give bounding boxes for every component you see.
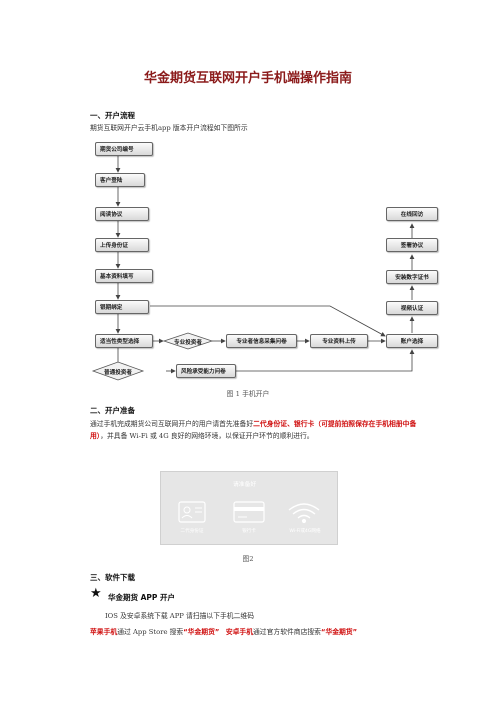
flow-box-install-cert: 安装数字证书 xyxy=(386,270,438,284)
flow-box-company-code: 期货公司编号 xyxy=(95,142,153,156)
section3-heading: 三、软件下载 xyxy=(90,573,135,582)
flow-box-account-select: 账户选择 xyxy=(386,334,438,348)
iphone-label: 苹果手机 xyxy=(90,628,118,636)
section1-heading: 一、开户流程 xyxy=(90,111,135,120)
search-term-android: “华金期货” xyxy=(320,628,358,636)
id-card-icon xyxy=(178,501,206,523)
android-store-text: 通过官方软件商店搜索 xyxy=(253,628,321,636)
flow-box-basic-info: 基本资料填写 xyxy=(95,269,153,283)
flow-diamond-pro-investor: 专业投资者 xyxy=(174,340,202,346)
flow-box-bind-bank: 银期绑定 xyxy=(95,300,149,314)
figure2-label-network: Wi-Fi或4G网络 xyxy=(289,529,321,534)
bank-card-icon xyxy=(233,501,265,523)
figure2-icons xyxy=(178,501,320,524)
download-instructions: IOS 及安卓系统下载 APP 请扫描以下手机二维码 xyxy=(105,612,254,620)
section1-text: 期货互联网开户云手机app 版本开户流程如下图所示 xyxy=(90,124,248,132)
section2-text-before: 通过手机完成期货公司互联网开户的用户请首先准备好 xyxy=(90,420,254,428)
section2-paragraph: 通过手机完成期货公司互联网开户的用户请首先准备好二代身份证、银行卡（可提前拍照保… xyxy=(90,418,420,442)
wifi-icon xyxy=(288,503,320,524)
section2-heading: 二、开户准备 xyxy=(90,406,135,415)
download-search-line: 苹果手机通过 App Store 搜索“华金期货” 安卓手机通过官方软件商店搜索… xyxy=(90,626,357,638)
search-term-ios: “华金期货” xyxy=(183,628,220,636)
flow-box-pro-info: 专业者信息采集问卷 xyxy=(226,334,297,348)
flow-box-pro-upload: 专业资料上传 xyxy=(310,334,368,348)
figure2-image: 请准备好 二代身份证 银行卡 Wi-Fi或4G网络 xyxy=(160,471,338,545)
appstore-text: 通过 App Store 搜索 xyxy=(117,628,184,636)
star-icon: ★ xyxy=(90,586,102,601)
figure2-label-bank: 银行卡 xyxy=(242,529,256,534)
flow-box-suitability: 适当性类型选择 xyxy=(95,334,153,348)
section2-highlight: 二代身份证、银行卡（可提前拍照保存在手机相册中备用） xyxy=(90,420,417,440)
figure2-caption: 图2 xyxy=(242,555,254,563)
flow-box-risk-survey: 风险承受能力问卷 xyxy=(176,364,236,378)
figure2-label-id: 二代身份证 xyxy=(180,529,204,534)
flow-box-login: 客户登陆 xyxy=(95,173,145,187)
figure1-caption: 图 1 手机开户 xyxy=(226,390,270,398)
flowchart-connectors xyxy=(91,156,415,381)
app-download-title: 华金期货 APP 开户 xyxy=(108,593,176,602)
figure2-header: 请准备好 xyxy=(233,482,257,488)
flow-box-online-visit: 在线回访 xyxy=(386,207,438,221)
flow-box-video-auth: 视频认证 xyxy=(386,301,438,315)
flow-box-upload-id: 上传身份证 xyxy=(95,238,149,252)
flow-diamond-normal-investor: 普通投资者 xyxy=(104,370,132,376)
flow-box-read-agreement: 阅读协议 xyxy=(95,207,149,221)
flow-box-sign-agreement: 签署协议 xyxy=(386,238,438,252)
page-title: 华金期货互联网开户手机端操作指南 xyxy=(143,71,352,86)
android-label: 安卓手机 xyxy=(225,628,254,636)
section2-text-after: ，并具备 Wi-Fi 或 4G 良好的网络环境，以保证开户环节的顺利进行。 xyxy=(100,432,314,440)
